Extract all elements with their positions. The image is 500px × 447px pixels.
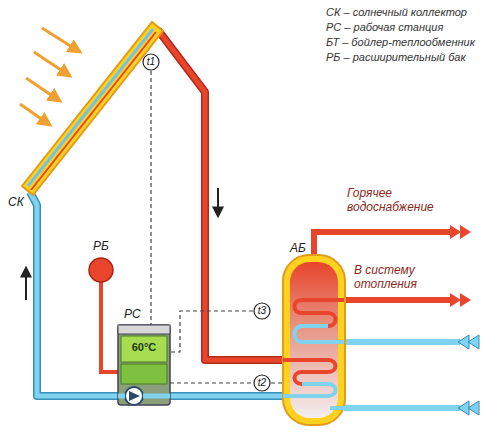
legend-line: СК – солнечный коллектор [326, 5, 467, 19]
node-label: t1 [147, 56, 155, 68]
legend-line: РБ – расширительный бак [326, 50, 466, 64]
sensor-wire [271, 382, 283, 383]
sun-rays [20, 28, 80, 125]
solar-collector [22, 22, 163, 195]
display-value: 60°C [118, 340, 170, 354]
pipe-end-arrows [450, 225, 479, 415]
node-label: t2 [258, 377, 266, 389]
expansion-tank: РБ [86, 238, 116, 284]
work-station: РС 60°C [118, 306, 170, 406]
part-name: СК [8, 195, 24, 209]
sensor-wire [170, 382, 253, 383]
sensor-circle: t2 [253, 374, 271, 392]
node-label: t3 [258, 305, 266, 317]
pipe-label: В систему отопления [354, 263, 466, 291]
storage-tank-outline [278, 240, 350, 428]
node-label: РС [118, 306, 170, 322]
node-label: РБ [86, 238, 116, 254]
sensor-circle: t1 [142, 53, 160, 71]
sensor-circle: t3 [253, 302, 271, 320]
sensor-wire [150, 71, 151, 325]
legend-line: БТ – бойлер-теплообменник [326, 35, 475, 49]
supply-pipe [158, 30, 284, 360]
pipe-label: Горячее водоснабжение [347, 186, 459, 214]
flow-arrow [217, 188, 219, 216]
return-pipe [30, 192, 284, 396]
pipe-connector [101, 282, 118, 372]
legend-line: РС – рабочая станция [326, 20, 443, 34]
node-label: АБ [278, 240, 350, 256]
storage-tank: АБ [278, 240, 350, 428]
sensor-wire [170, 311, 253, 352]
flow-arrow [25, 268, 27, 300]
